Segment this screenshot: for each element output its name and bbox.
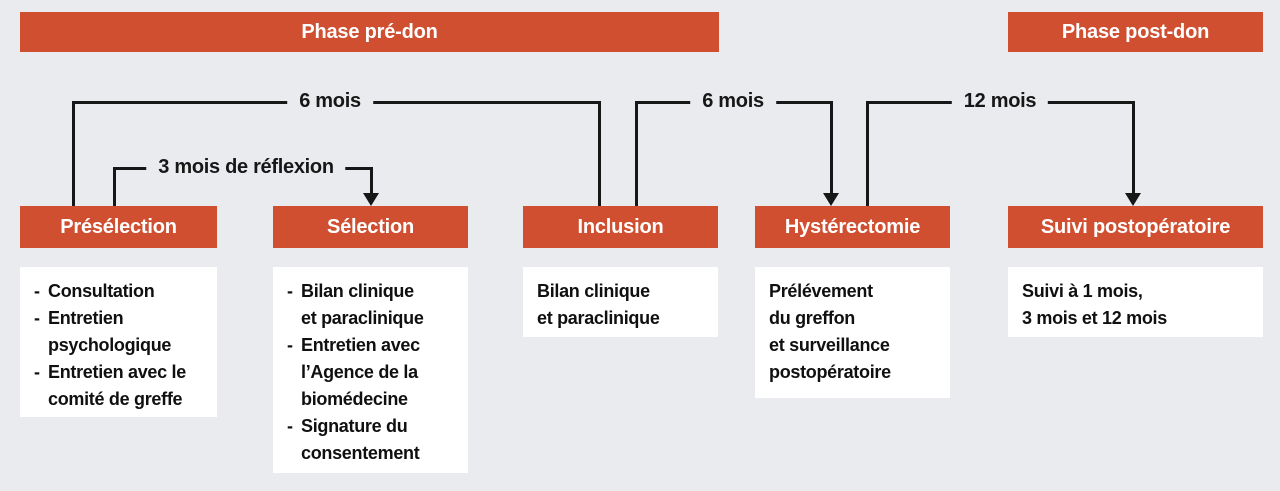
list-item-text: Suivi à 1 mois, 3 mois et 12 mois bbox=[1022, 281, 1167, 328]
stage-suivi-postoperatoire-details: Suivi à 1 mois, 3 mois et 12 mois bbox=[1008, 267, 1263, 337]
list-item-text: Signature du consentement bbox=[301, 416, 420, 463]
label-12mois: 12 mois bbox=[951, 89, 1049, 113]
bracket-12mois-arrow-line bbox=[1132, 101, 1135, 196]
list-item: - Bilan clinique et paraclinique bbox=[287, 278, 456, 332]
stage-selection-header: Sélection bbox=[273, 206, 468, 248]
stage-selection-details: - Bilan clinique et paraclinique - Entre… bbox=[273, 267, 468, 473]
stage-suivi-postoperatoire-header: Suivi postopératoire bbox=[1008, 206, 1263, 248]
list-item: - Consultation bbox=[34, 278, 205, 305]
label-6mois-2: 6 mois bbox=[690, 89, 776, 113]
list-item-text: Entretien avec l’Agence de la biomédecin… bbox=[301, 335, 420, 409]
label-3mois-reflexion: 3 mois de réflexion bbox=[146, 155, 346, 179]
stage-hysterectomie-details: Prélévement du greffon et surveillance p… bbox=[755, 267, 950, 398]
stage-inclusion-header: Inclusion bbox=[523, 206, 718, 248]
bracket-6mois-2-arrow-line bbox=[830, 101, 833, 196]
list-item-text: Prélévement du greffon et surveillance p… bbox=[769, 281, 891, 382]
stage-preselection-header: Présélection bbox=[20, 206, 217, 248]
bracket-12mois-left-line bbox=[866, 101, 869, 206]
list-item: - Signature du consentement bbox=[287, 413, 456, 467]
bracket-reflexion-left-line bbox=[113, 167, 116, 206]
banner-phase-post-don: Phase post-don bbox=[1008, 12, 1263, 52]
list-item-text: Entretien avec le comité de greffe bbox=[48, 362, 186, 409]
list-item-text: Consultation bbox=[48, 281, 155, 301]
list-item-text: Bilan clinique et paraclinique bbox=[301, 281, 424, 328]
stage-preselection-details: - Consultation - Entretien psychologique… bbox=[20, 267, 217, 417]
list-item-text: Bilan clinique et paraclinique bbox=[537, 281, 660, 328]
banner-phase-pre-don: Phase pré-don bbox=[20, 12, 719, 52]
list-item: - Entretien psychologique bbox=[34, 305, 205, 359]
dash-marker: - bbox=[287, 335, 293, 355]
arrow-down-hysterectomie-icon bbox=[823, 193, 839, 206]
bracket-6mois-2-left-line bbox=[635, 101, 638, 206]
stage-hysterectomie-header: Hystérectomie bbox=[755, 206, 950, 248]
bracket-reflexion-arrow-line bbox=[370, 167, 373, 196]
label-6mois-1: 6 mois bbox=[287, 89, 373, 113]
list-item: - Entretien avec l’Agence de la biomédec… bbox=[287, 332, 456, 413]
dash-marker: - bbox=[34, 308, 40, 328]
bracket-6mois-1-left-line bbox=[72, 101, 75, 206]
list-item-text: Entretien psychologique bbox=[48, 308, 172, 355]
bracket-6mois-1-right-line bbox=[598, 101, 601, 206]
dash-marker: - bbox=[287, 416, 293, 436]
stage-inclusion-details: Bilan clinique et paraclinique bbox=[523, 267, 718, 337]
arrow-down-selection-icon bbox=[363, 193, 379, 206]
dash-marker: - bbox=[34, 362, 40, 382]
dash-marker: - bbox=[287, 281, 293, 301]
list-item: - Entretien avec le comité de greffe bbox=[34, 359, 205, 413]
arrow-down-suivi-icon bbox=[1125, 193, 1141, 206]
dash-marker: - bbox=[34, 281, 40, 301]
